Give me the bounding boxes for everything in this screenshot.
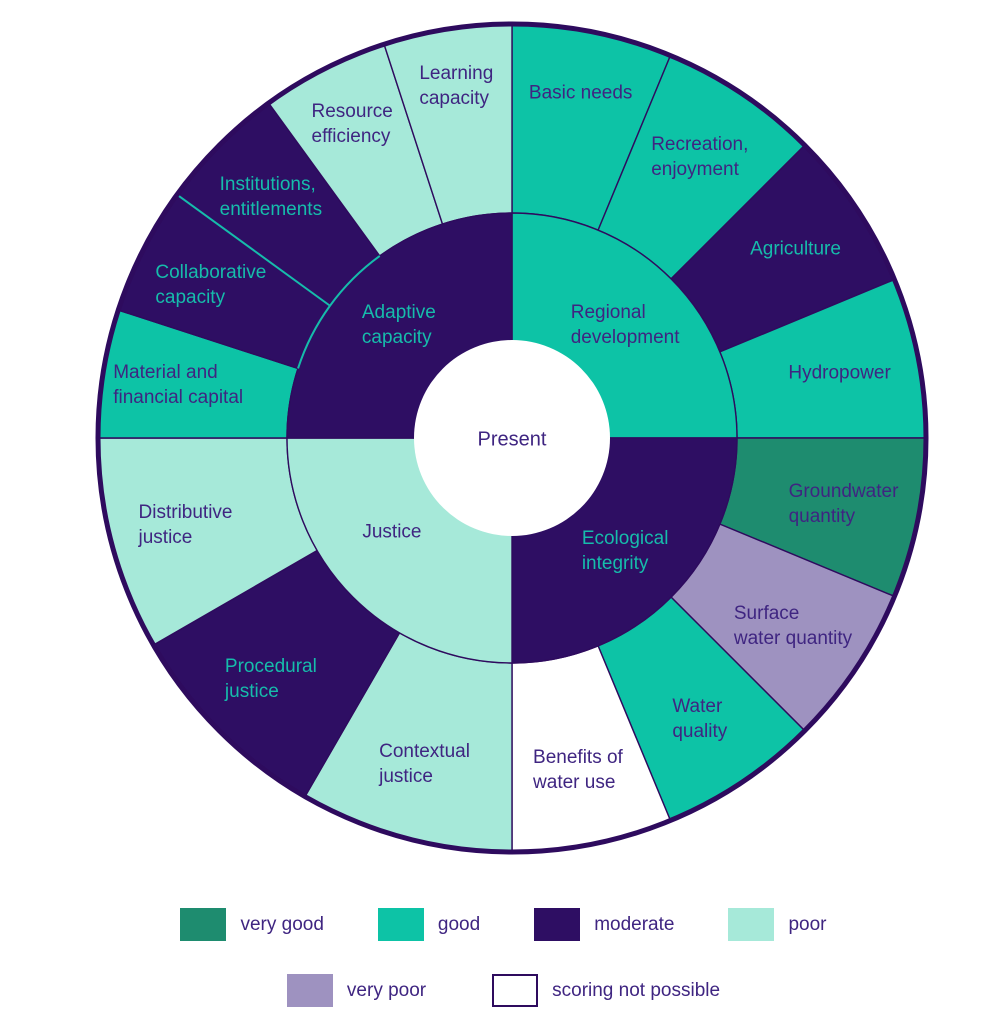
legend-label: very poor: [346, 980, 427, 1001]
legend-swatch-moderate: [534, 908, 581, 941]
legend-swatch-good: [377, 908, 424, 941]
legend-swatch-very-poor: [286, 974, 333, 1007]
legend-label: very good: [240, 914, 324, 935]
center-circle: [414, 340, 610, 536]
chart-outer-border: [95, 21, 929, 855]
legend-row-1: very good good moderate poor: [0, 908, 1007, 941]
legend-label: poor: [788, 914, 827, 935]
legend-swatch-scoring-not-possible: [492, 974, 539, 1007]
legend-item-very-good: very good: [180, 908, 324, 941]
legend-swatch-very-good: [180, 908, 227, 941]
teal-divider-line: [176, 193, 331, 307]
legend-row-2: very poor scoring not possible: [0, 974, 1007, 1007]
legend-label: scoring not possible: [552, 980, 721, 1001]
legend-item-scoring-not-possible: scoring not possible: [492, 974, 720, 1007]
legend-item-moderate: moderate: [534, 908, 674, 941]
legend-item-poor: poor: [728, 908, 827, 941]
legend-label: good: [437, 914, 481, 935]
legend-label: moderate: [594, 914, 675, 935]
legend-swatch-poor: [728, 908, 775, 941]
sunburst-chart: [95, 21, 929, 855]
legend-item-very-poor: very poor: [286, 974, 427, 1007]
legend-item-good: good: [377, 908, 481, 941]
